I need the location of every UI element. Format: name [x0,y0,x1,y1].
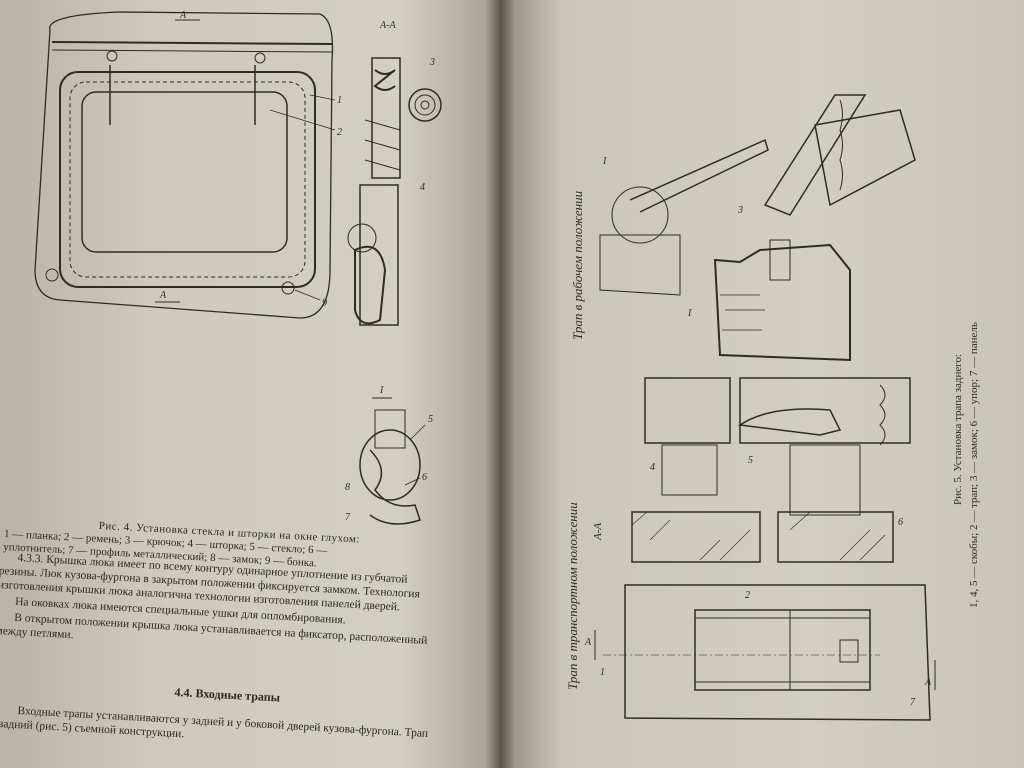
callout-7: 7 [345,512,351,523]
window-glass [81,91,288,253]
window-frame [59,71,316,288]
trap-transport-view [631,377,911,563]
label-a-bottom: A [159,290,167,301]
label-one: I [379,385,384,396]
callout-2: 2 [337,127,342,138]
label-working-position: Трап в рабочем положении [570,190,585,340]
label-aa: A-A [379,20,396,31]
label-a-top: A [179,10,187,21]
callout-1: 1 [337,95,342,106]
right-callout-2: 2 [745,590,750,601]
window-outline [34,11,334,319]
right-callout-1: 1 [600,667,605,678]
callout-9: 9 [322,298,327,309]
figure-5-caption-text: 1, 4, 5 — скобы; 2 — трап; 3 — замок; 6 … [968,322,980,608]
right-callout-4: 4 [650,462,655,473]
callout-8: 8 [345,482,350,493]
trap-working-view [599,94,916,362]
label-transport-position: Трап в транспортном положении [565,502,580,690]
right-label-aa: A-A [592,522,604,540]
right-label-a-right: A [924,677,932,688]
callout-6: 6 [422,472,427,483]
figure-5-caption-title: Рис. 5. Установка трапа заднего: [952,353,964,505]
callout-3: 3 [429,57,435,68]
book-gutter [485,0,515,768]
callout-5: 5 [428,414,433,425]
section-aa-profile [347,57,442,326]
trap-plan-view [594,584,936,721]
right-page [500,0,1024,768]
right-callout-3: 3 [737,205,743,216]
right-callout-7: 7 [910,697,916,708]
left-page [0,0,500,768]
right-label-a-left: A [584,637,592,648]
detail-one [359,397,426,525]
right-label-one-mid: I [687,308,692,319]
right-label-one-top: I [602,156,607,167]
right-callout-6: 6 [898,517,903,528]
callout-4: 4 [420,182,425,193]
right-callout-5: 5 [748,455,753,466]
